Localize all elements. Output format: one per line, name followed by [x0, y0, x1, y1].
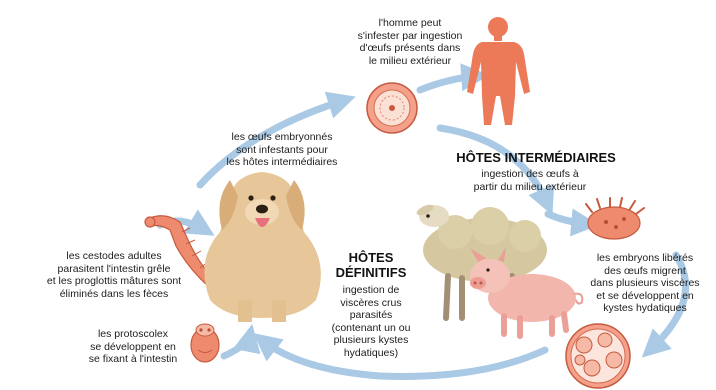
adult-cestodes-line-1: les cestodes adultes	[22, 250, 206, 263]
definitive-ingestion-text: ingestion de viscères crus parasités (co…	[312, 284, 430, 359]
embryos-line-4: et se développent en	[576, 290, 714, 303]
arrow-intermediate-to-oncosphere	[548, 214, 588, 224]
arrow-egg-to-intermediate	[440, 128, 548, 205]
embryos-line-3: dans plusieurs viscères	[576, 277, 714, 290]
intermediate-hosts-title: HÔTES INTERMÉDIAIRES	[436, 150, 636, 165]
definitive-ingestion-line-2: viscères crus	[312, 297, 430, 310]
adult-cestodes-text: les cestodes adultes parasitent l'intest…	[22, 250, 206, 300]
definitive-ingestion-line-5: plusieurs kystes	[312, 334, 430, 347]
arrow-protoscolex-to-worm	[224, 335, 250, 356]
adult-cestodes-line-3: et les proglottis mâtures sont	[22, 275, 206, 288]
human-infection-text: l'homme peut s'infester par ingestion d'…	[332, 17, 488, 67]
definitive-title-line-2: DÉFINITIFS	[316, 265, 426, 280]
human-infection-line-4: le milieu extérieur	[332, 55, 488, 68]
human-infection-line-2: s'infester par ingestion	[332, 30, 488, 43]
intermediate-ingestion-line-2: partir du milieu extérieur	[440, 181, 620, 194]
hydatid-cyst-icon	[566, 324, 630, 388]
intermediate-ingestion-text: ingestion des œufs à partir du milieu ex…	[440, 168, 620, 193]
adult-cestodes-line-2: parasitent l'intestin grêle	[22, 263, 206, 276]
embryos-line-1: les embryons libérés	[576, 252, 714, 265]
protoscolex-text: les protoscolex se développent en se fix…	[70, 328, 196, 366]
protoscolex-line-3: se fixant à l'intestin	[70, 353, 196, 366]
definitive-ingestion-line-4: (contenant un ou	[312, 322, 430, 335]
human-infection-line-3: d'œufs présents dans	[332, 42, 488, 55]
intermediate-ingestion-line-1: ingestion des œufs à	[440, 168, 620, 181]
definitive-hosts-title: HÔTES DÉFINITIFS	[316, 250, 426, 280]
oncosphere-icon	[586, 198, 644, 239]
embryos-line-5: kystes hydatiques	[576, 302, 714, 315]
egg-icon	[367, 83, 417, 133]
dog-image	[204, 172, 321, 322]
definitive-ingestion-line-3: parasités	[312, 309, 430, 322]
protoscolex-line-1: les protoscolex	[70, 328, 196, 341]
definitive-ingestion-line-1: ingestion de	[312, 284, 430, 297]
embryos-line-2: des œufs migrent	[576, 265, 714, 278]
definitive-title-line-1: HÔTES	[316, 250, 426, 265]
eggs-infective-line-2: sont infestants pour	[202, 144, 362, 157]
eggs-infective-line-1: les œufs embryonnés	[202, 131, 362, 144]
eggs-infective-line-3: les hôtes intermédiaires	[202, 156, 362, 169]
adult-cestodes-line-4: éliminés dans les fèces	[22, 288, 206, 301]
embryos-text: les embryons libérés des œufs migrent da…	[576, 252, 714, 315]
protoscolex-line-2: se développent en	[70, 341, 196, 354]
definitive-ingestion-line-6: hydatiques)	[312, 347, 430, 360]
eggs-infective-text: les œufs embryonnés sont infestants pour…	[202, 131, 362, 169]
human-infection-line-1: l'homme peut	[332, 17, 488, 30]
